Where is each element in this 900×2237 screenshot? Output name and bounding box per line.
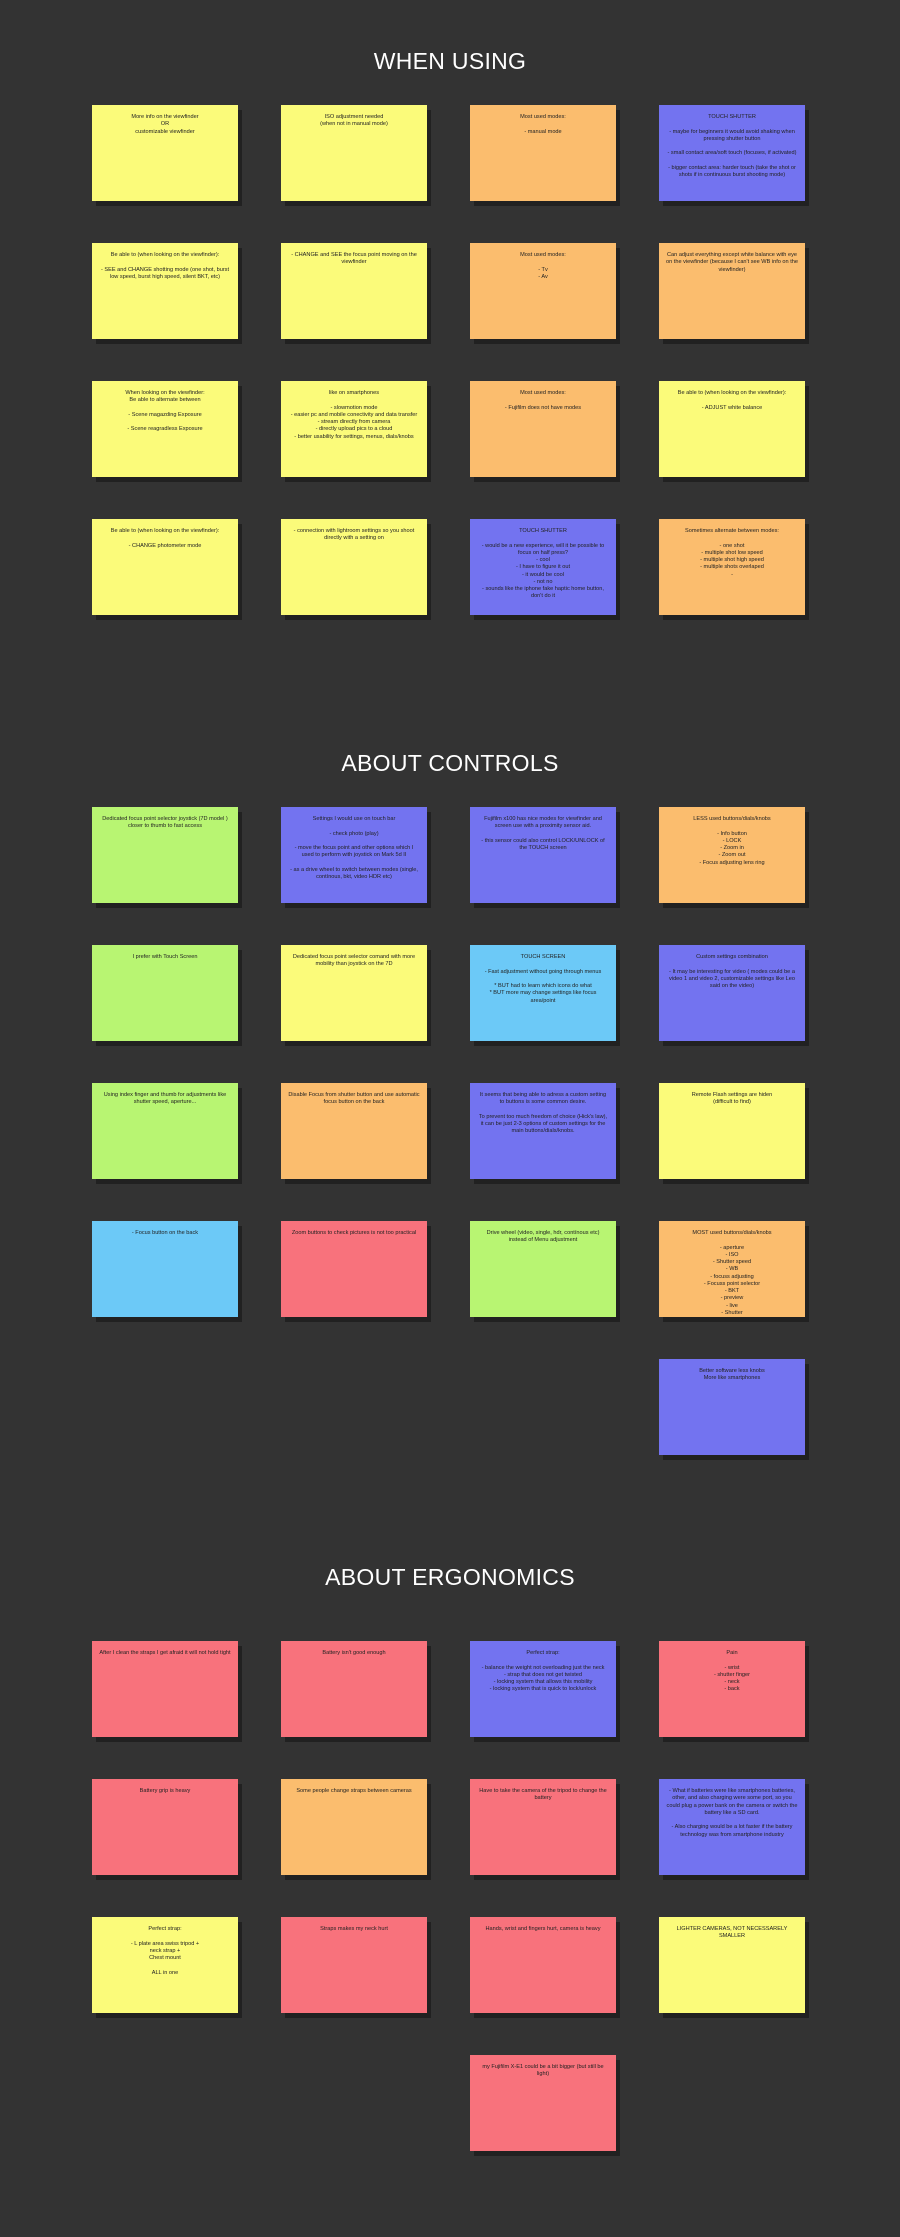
- sticky-note-text: Be able to (when looking on the viewfind…: [110, 528, 220, 549]
- sticky-note-text: LIGHTER CAMERAS, NOT NECESSARELY SMALLER: [676, 1926, 788, 1940]
- sticky-note-text: Drive wheel (video, single, hdr, contíno…: [486, 1230, 600, 1244]
- sticky-note[interactable]: Dedicated focus point selector comand wi…: [281, 945, 427, 1041]
- sticky-note-text: I prefer with Touch Screen: [132, 954, 198, 960]
- sticky-note-text: Perfect strap: - L plate area swiss trip…: [130, 1926, 200, 1976]
- sticky-note[interactable]: Zoom buttons to check pictures is not to…: [281, 1221, 427, 1317]
- section-title-about-ergonomics: ABOUT ERGONOMICS: [325, 1564, 575, 1590]
- sticky-note[interactable]: Using index finger and thumb for adjustm…: [92, 1083, 238, 1179]
- sticky-note-text: like on smartphones - slowmotion mode - …: [290, 390, 418, 440]
- sticky-note-text: Disable Focus from shutter button and us…: [288, 1092, 420, 1106]
- sticky-note[interactable]: Custom settings combination - It may be …: [659, 945, 805, 1041]
- sticky-note-text: Fujifilm x100 has nice modes for viewfin…: [481, 816, 605, 852]
- sticky-note-text: Pain - wrist - shutter finger - neck - b…: [713, 1650, 751, 1693]
- sticky-note[interactable]: Straps makes my neck hurt: [281, 1917, 427, 2013]
- sticky-note-text: Most used modes: - manual mode: [520, 114, 566, 135]
- sticky-note-text: - connection with lightroom settings so …: [293, 528, 415, 542]
- sticky-note-text: It seems that being able to adress a cus…: [478, 1092, 608, 1135]
- sticky-note-text: Be able to (when looking on the viewfind…: [100, 252, 230, 280]
- sticky-note[interactable]: TOUCH SCREEN - Fast adjustment without g…: [470, 945, 616, 1041]
- sticky-note-text: LESS used buttons/dials/knobs - Info but…: [693, 816, 771, 866]
- sticky-note-text: Dedicated focus point selector comand wi…: [292, 954, 416, 968]
- sticky-note-text: After I clean the straps I get afraid it…: [99, 1650, 231, 1656]
- sticky-note-text: Can adjust everything except white balan…: [666, 252, 798, 273]
- sticky-note[interactable]: Hands, wrist and fingers hurt, camera is…: [470, 1917, 616, 2013]
- sticky-note-text: Most used modes: - Fujifilm does not hav…: [504, 390, 582, 411]
- section-title-when-using: WHEN USING: [373, 48, 527, 74]
- sticky-note-text: TOUCH SCREEN - Fast adjustment without g…: [484, 954, 602, 1004]
- sticky-note-text: Some people change straps between camera…: [296, 1788, 412, 1794]
- sticky-note-text: Perfect strap: - balance the weight not …: [481, 1650, 605, 1693]
- sticky-note-text: Using index finger and thumb for adjustm…: [103, 1092, 227, 1106]
- sticky-note[interactable]: LESS used buttons/dials/knobs - Info but…: [659, 807, 805, 903]
- sticky-note-text: Zoom buttons to check pictures is not to…: [291, 1230, 417, 1236]
- sticky-note-text: TOUCH SHUTTER - maybe for beginners it w…: [667, 114, 797, 179]
- sticky-note-text: Dedicated focus point selector joystick …: [102, 816, 228, 830]
- sticky-note[interactable]: More info on the viewfinder OR customiza…: [92, 105, 238, 201]
- sticky-note[interactable]: Disable Focus from shutter button and us…: [281, 1083, 427, 1179]
- sticky-note[interactable]: Fujifilm x100 has nice modes for viewfin…: [470, 807, 616, 903]
- sticky-note[interactable]: Sometimes alternate between modes: - one…: [659, 519, 805, 615]
- sticky-note[interactable]: Remote Flash settings are hiden (difficu…: [659, 1083, 805, 1179]
- sticky-note[interactable]: LIGHTER CAMERAS, NOT NECESSARELY SMALLER: [659, 1917, 805, 2013]
- sticky-note-text: ISO adjustment needed (when not in manua…: [320, 114, 388, 128]
- sticky-note-text: Hands, wrist and fingers hurt, camera is…: [485, 1926, 601, 1932]
- sticky-note[interactable]: Battery isn't good enough: [281, 1641, 427, 1737]
- sticky-note[interactable]: ISO adjustment needed (when not in manua…: [281, 105, 427, 201]
- sticky-note[interactable]: I prefer with Touch Screen: [92, 945, 238, 1041]
- sticky-note-text: - CHANGE and SEE the focus point moving …: [291, 252, 417, 266]
- sticky-note-text: Be able to (when looking on the viewfind…: [677, 390, 787, 411]
- sticky-note[interactable]: - Focus button on the back: [92, 1221, 238, 1317]
- sticky-note[interactable]: my Fujifilm X-E1 could be a bit bigger (…: [470, 2055, 616, 2151]
- sticky-note[interactable]: Be able to (when looking on the viewfind…: [92, 243, 238, 339]
- sticky-note[interactable]: Drive wheel (video, single, hdr, contíno…: [470, 1221, 616, 1317]
- sticky-note-text: Remote Flash settings are hiden (difficu…: [691, 1092, 773, 1106]
- sticky-note-text: Better software less knobs More like sma…: [699, 1368, 765, 1382]
- sticky-note[interactable]: TOUCH SHUTTER - would be a new experienc…: [470, 519, 616, 615]
- sticky-note[interactable]: - What if batteries were like smartphone…: [659, 1779, 805, 1875]
- sticky-note[interactable]: Most used modes: - manual mode: [470, 105, 616, 201]
- sticky-note-text: MOST used buttons/dials/knobs - aperture…: [692, 1230, 772, 1316]
- sticky-note[interactable]: Can adjust everything except white balan…: [659, 243, 805, 339]
- sticky-note[interactable]: MOST used buttons/dials/knobs - aperture…: [659, 1221, 805, 1317]
- sticky-note-text: Sometimes alternate between modes: - one…: [685, 528, 779, 578]
- sticky-note[interactable]: Pain - wrist - shutter finger - neck - b…: [659, 1641, 805, 1737]
- sticky-note[interactable]: It seems that being able to adress a cus…: [470, 1083, 616, 1179]
- sticky-note[interactable]: Perfect strap: - balance the weight not …: [470, 1641, 616, 1737]
- sticky-note[interactable]: Most used modes: - Tv - Av: [470, 243, 616, 339]
- sticky-note-text: - Focus button on the back: [131, 1230, 199, 1236]
- sticky-note[interactable]: After I clean the straps I get afraid it…: [92, 1641, 238, 1737]
- sticky-note[interactable]: like on smartphones - slowmotion mode - …: [281, 381, 427, 477]
- sticky-note[interactable]: Be able to (when looking on the viewfind…: [92, 519, 238, 615]
- sticky-note-text: When looking on the viewfinder: Be able …: [125, 390, 205, 433]
- sticky-note-text: my Fujifilm X-E1 could be a bit bigger (…: [482, 2064, 604, 2078]
- sticky-note-text: Custom settings combination - It may be …: [669, 954, 795, 990]
- sticky-note[interactable]: Be able to (when looking on the viewfind…: [659, 381, 805, 477]
- sticky-note-text: TOUCH SHUTTER - would be a new experienc…: [481, 528, 605, 600]
- sticky-note-text: Battery isn't good enough: [322, 1650, 386, 1656]
- sticky-note[interactable]: Most used modes: - Fujifilm does not hav…: [470, 381, 616, 477]
- sticky-note[interactable]: Perfect strap: - L plate area swiss trip…: [92, 1917, 238, 2013]
- sticky-note-text: Settings I would use on touch bar - chec…: [290, 816, 418, 881]
- sticky-note-text: Battery grip is heavy: [139, 1788, 191, 1794]
- sticky-note[interactable]: TOUCH SHUTTER - maybe for beginners it w…: [659, 105, 805, 201]
- sticky-note-text: Straps makes my neck hurt: [320, 1926, 388, 1932]
- sticky-note[interactable]: - connection with lightroom settings so …: [281, 519, 427, 615]
- sticky-note[interactable]: Battery grip is heavy: [92, 1779, 238, 1875]
- section-title-about-controls: ABOUT CONTROLS: [341, 750, 559, 776]
- sticky-note-text: - What if batteries were like smartphone…: [666, 1788, 798, 1838]
- sticky-note[interactable]: When looking on the viewfinder: Be able …: [92, 381, 238, 477]
- sticky-note-text: Most used modes: - Tv - Av: [520, 252, 566, 280]
- sticky-note-text: Have to take the camera of the tripod to…: [479, 1788, 607, 1802]
- sticky-note[interactable]: Better software less knobs More like sma…: [659, 1359, 805, 1455]
- sticky-note[interactable]: Dedicated focus point selector joystick …: [92, 807, 238, 903]
- sticky-note[interactable]: Some people change straps between camera…: [281, 1779, 427, 1875]
- sticky-note-text: More info on the viewfinder OR customiza…: [131, 114, 199, 135]
- sticky-note[interactable]: - CHANGE and SEE the focus point moving …: [281, 243, 427, 339]
- sticky-note[interactable]: Settings I would use on touch bar - chec…: [281, 807, 427, 903]
- sticky-note[interactable]: Have to take the camera of the tripod to…: [470, 1779, 616, 1875]
